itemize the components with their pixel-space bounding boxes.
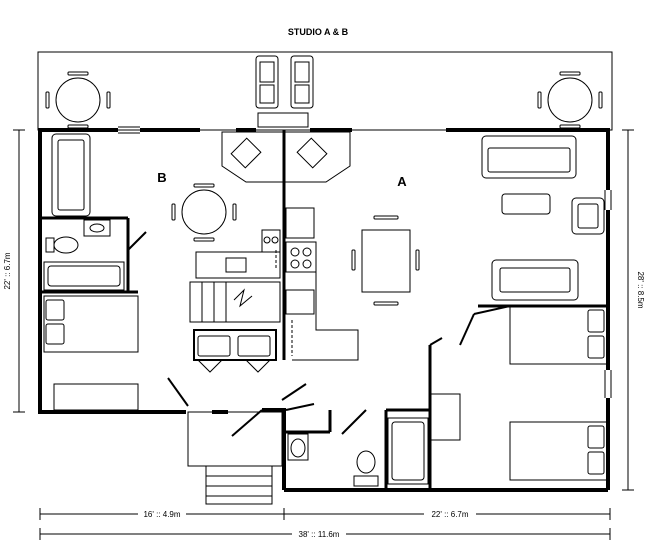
patio-lounge-chairs (255, 55, 314, 128)
dimension-total-label: 38' :: 11.6m (299, 530, 340, 539)
studio-b-sofa (51, 133, 91, 217)
studio-b-bath (43, 219, 125, 291)
studio-a-bed-2 (509, 421, 609, 481)
studio-b-dresser (53, 383, 139, 411)
dimension-bottom-right-label: 22' :: 6.7m (431, 510, 468, 519)
room-label-b: B (157, 170, 166, 185)
studio-a-bath (287, 417, 429, 487)
studio-b-bed (43, 295, 139, 353)
studio-a-loveseat (491, 259, 579, 301)
studio-b-closets (193, 329, 277, 373)
studio-a-wardrobe (429, 393, 461, 441)
studio-a-bed-1 (509, 305, 609, 365)
dimension-left-label: 22' :: 6.7m (3, 252, 12, 289)
entry-steps (187, 411, 283, 505)
studio-b-dining-table (171, 183, 237, 242)
patio-table-right (537, 71, 603, 129)
studio-a-kitchen (285, 207, 359, 361)
studio-a-dining-table (351, 215, 420, 306)
exterior-walls (38, 128, 610, 492)
deck-outline (37, 51, 613, 131)
dimension-right-label: 28' :: 8.5m (636, 271, 645, 308)
plan-title: STUDIO A & B (288, 27, 349, 37)
patio-table-left (45, 71, 111, 129)
room-label-a: A (397, 174, 407, 189)
windows (118, 126, 612, 398)
door-swings (127, 231, 511, 437)
studio-a-sofa (481, 135, 577, 215)
interior-walls (40, 130, 608, 490)
bay-window-nook (221, 131, 351, 183)
studio-b-kitchenette (195, 229, 281, 279)
dimension-right (622, 129, 634, 491)
dimension-left (13, 129, 25, 413)
dimension-bottom-left-label: 16' :: 4.9m (143, 510, 180, 519)
stairs (189, 281, 281, 323)
studio-a-armchair (571, 197, 605, 235)
